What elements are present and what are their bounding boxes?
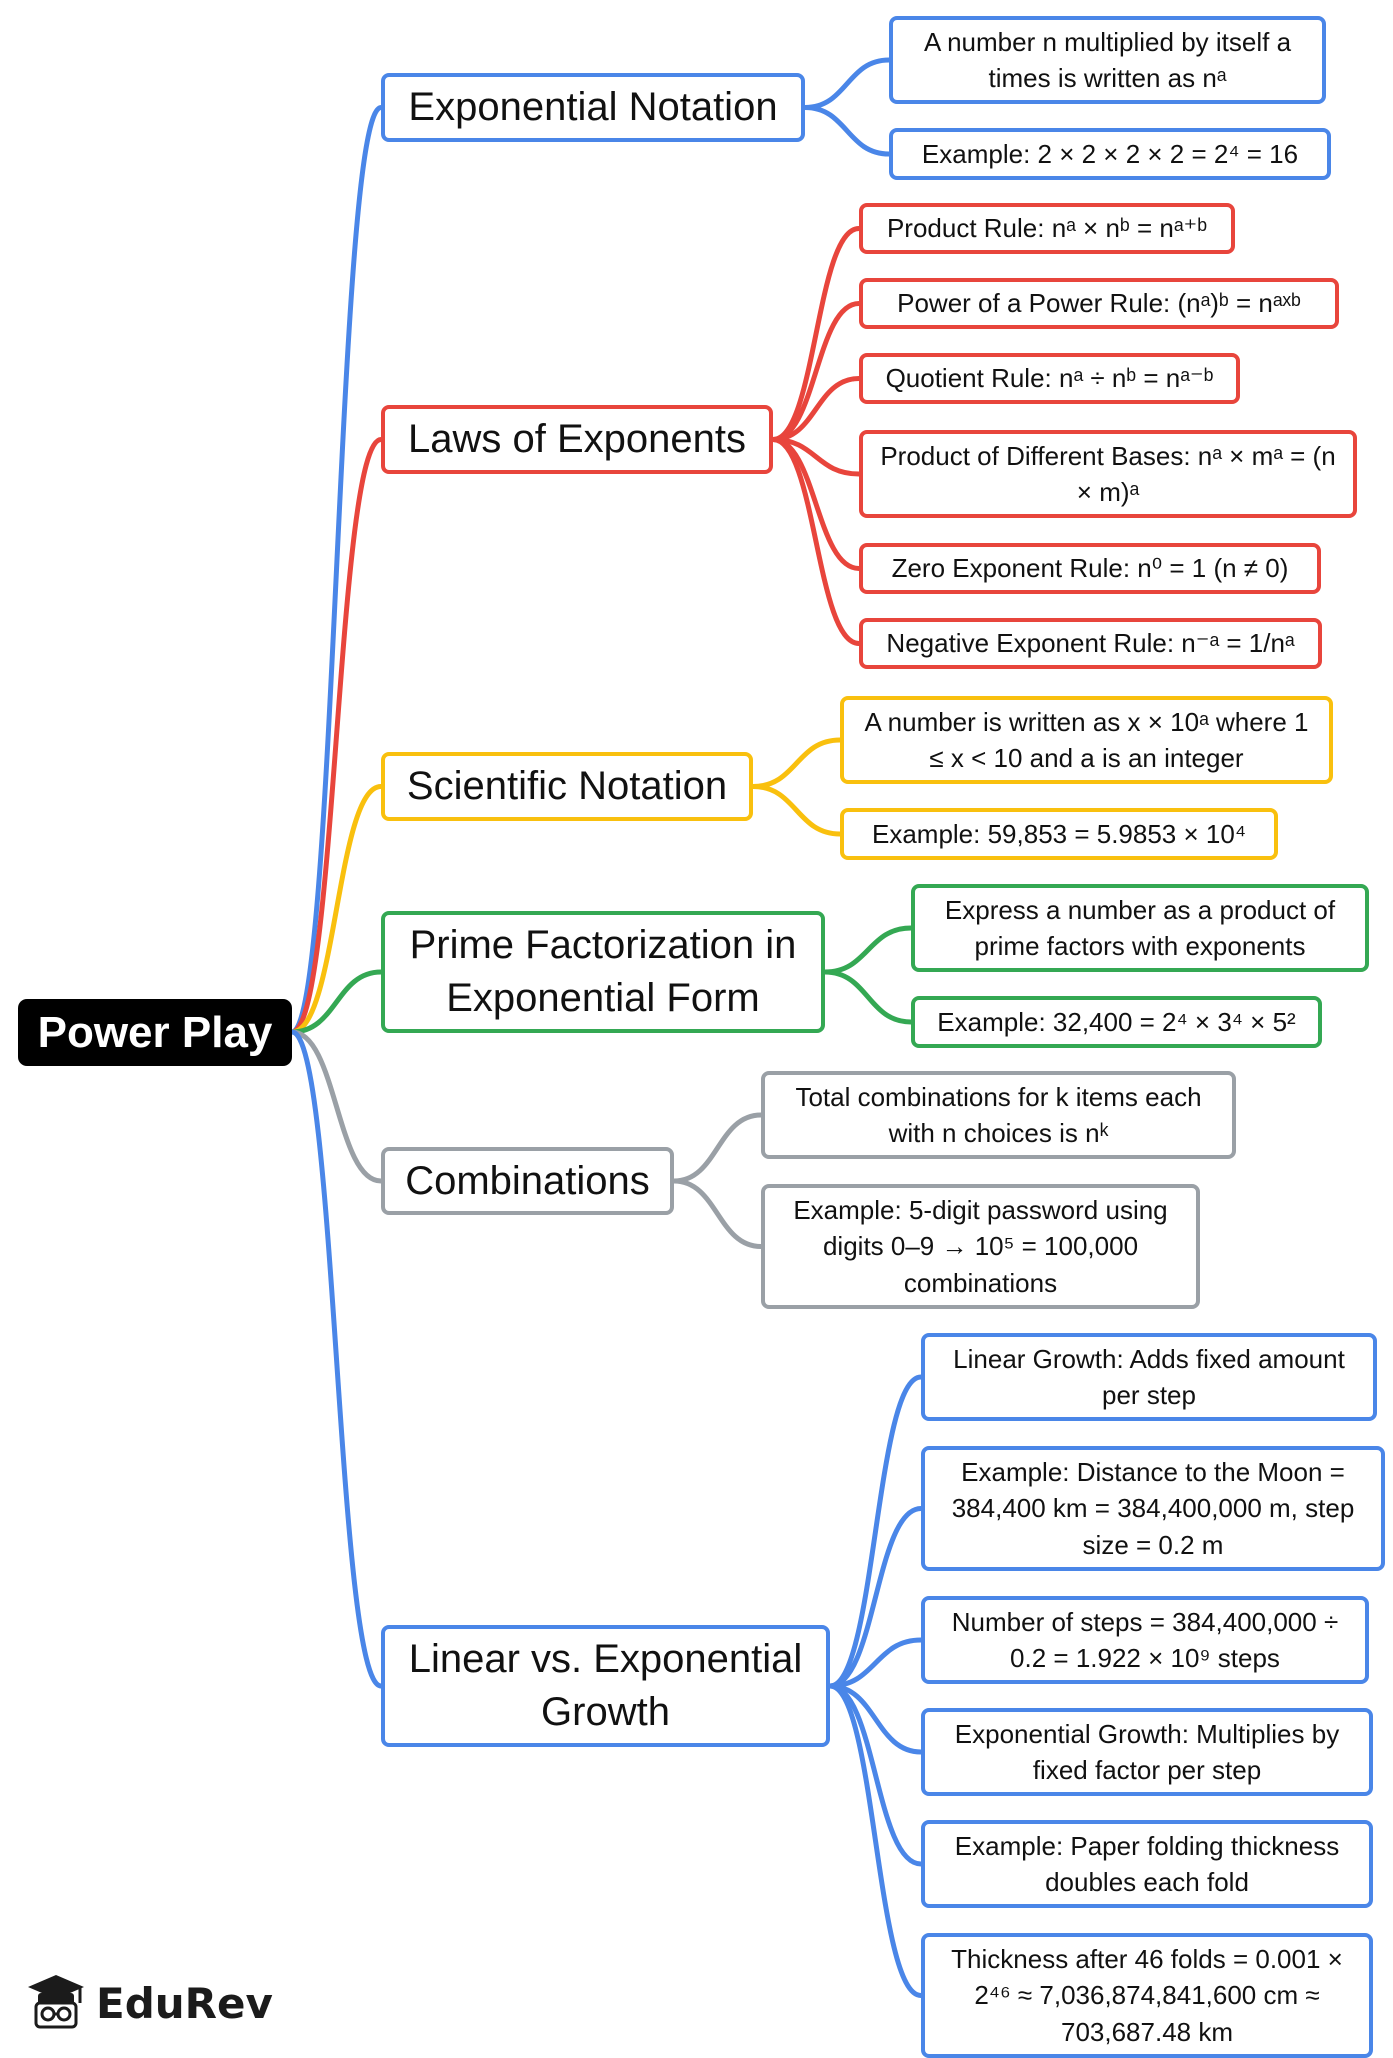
leaf-number-of-steps: Number of steps = 384,400,000 ÷ 0.2 = 1.… bbox=[921, 1596, 1369, 1684]
branch-0-leaf-1-connector bbox=[802, 105, 892, 157]
root-to-branch-4-connector bbox=[289, 1029, 384, 1184]
branch-1-leaf-5-connector bbox=[770, 437, 862, 646]
leaf-negative-exponent-rule: Negative Exponent Rule: n⁻ᵃ = 1/nᵃ bbox=[859, 618, 1322, 669]
branch-prime-factorization: Prime Factorization in Exponential Form bbox=[381, 911, 825, 1033]
leaf-exponential-notation-example: Example: 2 × 2 × 2 × 2 = 2⁴ = 16 bbox=[889, 128, 1331, 180]
leaf-zero-exponent-rule: Zero Exponent Rule: n⁰ = 1 (n ≠ 0) bbox=[859, 543, 1321, 594]
branch-5-leaf-5-connector bbox=[827, 1683, 924, 1998]
branch-1-leaf-2-connector bbox=[770, 376, 862, 442]
branch-5-leaf-0-connector bbox=[827, 1374, 924, 1689]
branch-4-leaf-1-connector bbox=[671, 1178, 764, 1249]
branch-linear-vs-exponential-growth: Linear vs. Exponential Growth bbox=[381, 1625, 830, 1747]
branch-4-leaf-0-connector bbox=[671, 1112, 764, 1184]
logo-text: EduRev bbox=[96, 1978, 273, 2028]
leaf-moon-distance-example: Example: Distance to the Moon = 384,400 … bbox=[921, 1446, 1385, 1571]
branch-exponential-notation: Exponential Notation bbox=[381, 73, 805, 142]
leaf-product-different-bases: Product of Different Bases: nᵃ × mᵃ = (n… bbox=[859, 430, 1357, 518]
branch-3-leaf-0-connector bbox=[822, 925, 914, 975]
graduation-cap-icon bbox=[24, 1969, 88, 2038]
leaf-product-rule: Product Rule: nᵃ × nᵇ = nᵃ⁺ᵇ bbox=[859, 203, 1235, 254]
leaf-combinations-example: Example: 5-digit password using digits 0… bbox=[761, 1184, 1200, 1309]
leaf-combinations-definition: Total combinations for k items each with… bbox=[761, 1071, 1236, 1159]
leaf-quotient-rule: Quotient Rule: nᵃ ÷ nᵇ = nᵃ⁻ᵇ bbox=[859, 353, 1240, 404]
branch-2-leaf-0-connector bbox=[750, 737, 843, 789]
branch-combinations: Combinations bbox=[381, 1147, 674, 1215]
root-to-branch-1-connector bbox=[289, 437, 384, 1035]
branch-2-leaf-1-connector bbox=[750, 784, 843, 837]
leaf-scientific-notation-example: Example: 59,853 = 5.9853 × 10⁴ bbox=[840, 808, 1278, 860]
branch-0-leaf-0-connector bbox=[802, 57, 892, 110]
branch-5-leaf-3-connector bbox=[827, 1683, 924, 1755]
edurev-logo: EduRev bbox=[24, 1968, 273, 2038]
leaf-exponential-notation-definition: A number n multiplied by itself a times … bbox=[889, 16, 1326, 104]
leaf-paper-folding-example: Example: Paper folding thickness doubles… bbox=[921, 1820, 1373, 1908]
branch-5-leaf-4-connector bbox=[827, 1683, 924, 1867]
branch-5-leaf-2-connector bbox=[827, 1637, 924, 1689]
leaf-scientific-notation-definition: A number is written as x × 10ᵃ where 1 ≤… bbox=[840, 696, 1333, 784]
root-to-branch-5-connector bbox=[289, 1029, 384, 1689]
branch-laws-of-exponents: Laws of Exponents bbox=[381, 405, 773, 474]
leaf-thickness-after-folds: Thickness after 46 folds = 0.001 × 2⁴⁶ ≈… bbox=[921, 1933, 1373, 2058]
root-to-branch-2-connector bbox=[289, 784, 384, 1035]
branch-1-leaf-0-connector bbox=[770, 226, 862, 442]
branch-scientific-notation: Scientific Notation bbox=[381, 752, 753, 821]
root-node: Power Play bbox=[18, 999, 292, 1066]
leaf-prime-factorization-definition: Express a number as a product of prime f… bbox=[911, 884, 1369, 972]
leaf-prime-factorization-example: Example: 32,400 = 2⁴ × 3⁴ × 5² bbox=[911, 996, 1322, 1048]
branch-5-leaf-1-connector bbox=[827, 1506, 924, 1689]
leaf-power-of-power-rule: Power of a Power Rule: (nᵃ)ᵇ = nᵃˣᵇ bbox=[859, 278, 1339, 329]
leaf-linear-growth: Linear Growth: Adds fixed amount per ste… bbox=[921, 1333, 1377, 1421]
root-to-branch-3-connector bbox=[289, 969, 384, 1035]
branch-3-leaf-1-connector bbox=[822, 969, 914, 1025]
leaf-exponential-growth: Exponential Growth: Multiplies by fixed … bbox=[921, 1708, 1373, 1796]
root-to-branch-0-connector bbox=[289, 105, 384, 1035]
branch-1-leaf-1-connector bbox=[770, 301, 862, 442]
